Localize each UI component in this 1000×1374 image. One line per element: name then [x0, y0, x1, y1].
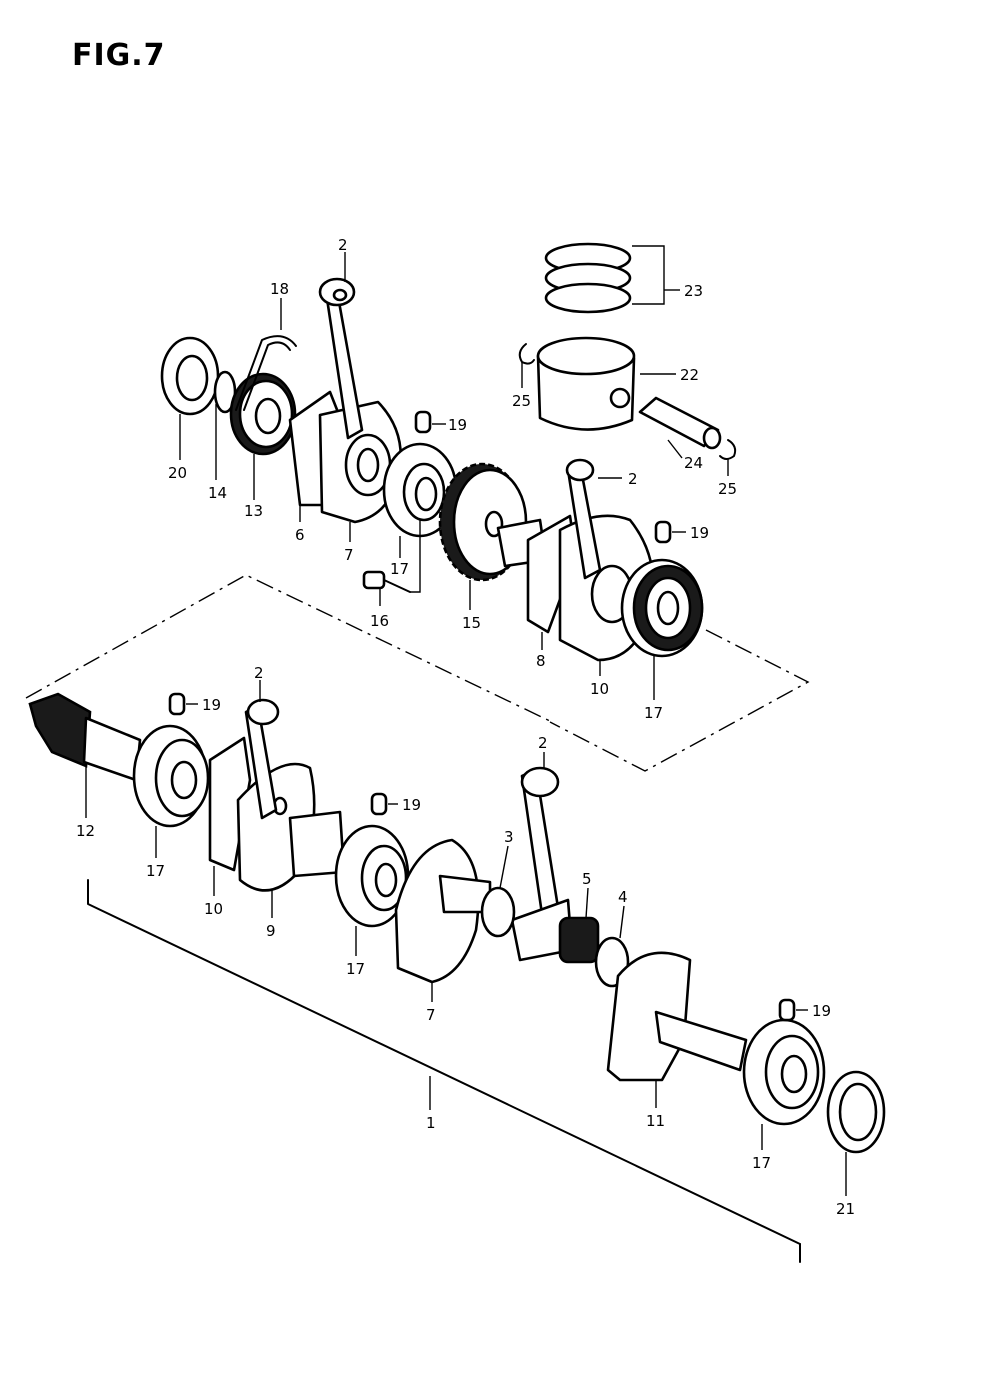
part-label-20: 20	[168, 464, 187, 482]
part-label-13: 13	[244, 502, 263, 520]
connecting-rod-2-lower-left	[244, 698, 280, 820]
part-label-19: 19	[448, 416, 467, 434]
part-label-21: 21	[836, 1200, 855, 1218]
part-label-3: 3	[504, 828, 514, 846]
bearing-17-lower-left	[132, 724, 210, 828]
part-label-2: 2	[538, 734, 548, 752]
bearing-17-upper	[382, 442, 458, 538]
part-label-10: 10	[590, 680, 609, 698]
leader-lines	[85, 245, 847, 1196]
part-label-7: 7	[344, 546, 354, 564]
part-label-2: 2	[628, 470, 638, 488]
part-label-16: 16	[370, 612, 389, 630]
part-label-19: 19	[812, 1002, 831, 1020]
part-label-4: 4	[618, 888, 628, 906]
key-19-lower-b	[370, 792, 388, 816]
part-label-14: 14	[208, 484, 227, 502]
part-label-10: 10	[204, 900, 223, 918]
piston-22	[536, 336, 636, 431]
part-label-19: 19	[690, 524, 709, 542]
crank-web-7-lower	[394, 838, 492, 984]
part-label-6: 6	[295, 526, 305, 544]
part-label-23: 23	[684, 282, 703, 300]
needle-bearing-5	[558, 916, 600, 964]
connecting-rod-2-upper	[318, 277, 364, 440]
part-label-7: 7	[426, 1006, 436, 1024]
washer-3	[480, 886, 516, 938]
connecting-rod-2-mid	[565, 458, 602, 580]
assembly-bracket-1	[87, 879, 801, 1263]
part-label-5: 5	[582, 870, 592, 888]
piston-pin-24	[638, 396, 722, 450]
figure-title: FIG.7	[72, 38, 166, 73]
key-19-upper	[414, 410, 432, 434]
key-19-mid	[654, 520, 672, 544]
part-label-19: 19	[402, 796, 421, 814]
part-label-17: 17	[752, 1154, 771, 1172]
part-label-11: 11	[646, 1112, 665, 1130]
piston-rings-23	[544, 242, 632, 314]
part-label-25: 25	[718, 480, 737, 498]
part-label-18: 18	[270, 280, 289, 298]
bearing-17-lower-right	[742, 1018, 826, 1126]
bearing-17-right	[620, 558, 704, 658]
bearing-17-lower-mid	[334, 824, 410, 928]
assembly-boundary	[25, 574, 810, 772]
bearing-13	[229, 372, 297, 456]
key-19-lower-c	[778, 998, 796, 1022]
part-label-15: 15	[462, 614, 481, 632]
part-label-12: 12	[76, 822, 95, 840]
part-label-17: 17	[346, 960, 365, 978]
oil-seal-21	[826, 1070, 886, 1154]
crank-shaft-8	[496, 514, 578, 634]
part-label-8: 8	[536, 652, 546, 670]
part-label-2: 2	[338, 236, 348, 254]
part-label-22: 22	[680, 366, 699, 384]
part-label-1: 1	[426, 1114, 436, 1132]
connecting-rod-2-lower	[510, 766, 574, 962]
crank-web-11	[606, 951, 748, 1082]
part-labels: 2 18 23 22 25 19 20 14 13 6 7 17 24 25 2…	[76, 236, 855, 1218]
part-label-24: 24	[684, 454, 703, 472]
part-label-19: 19	[202, 696, 221, 714]
part-label-17: 17	[390, 560, 409, 578]
part-label-25: 25	[512, 392, 531, 410]
part-label-2: 2	[254, 664, 264, 682]
part-label-17: 17	[644, 704, 663, 722]
circlip-18	[235, 335, 297, 411]
part-label-9: 9	[266, 922, 276, 940]
key-19-lower-a	[168, 692, 186, 716]
bolt-16	[362, 570, 411, 593]
circlip-25-left	[518, 343, 535, 365]
shaft-12	[28, 692, 142, 782]
part-label-17: 17	[146, 862, 165, 880]
oil-seal-20	[160, 336, 220, 416]
circlip-25-right	[719, 439, 737, 460]
